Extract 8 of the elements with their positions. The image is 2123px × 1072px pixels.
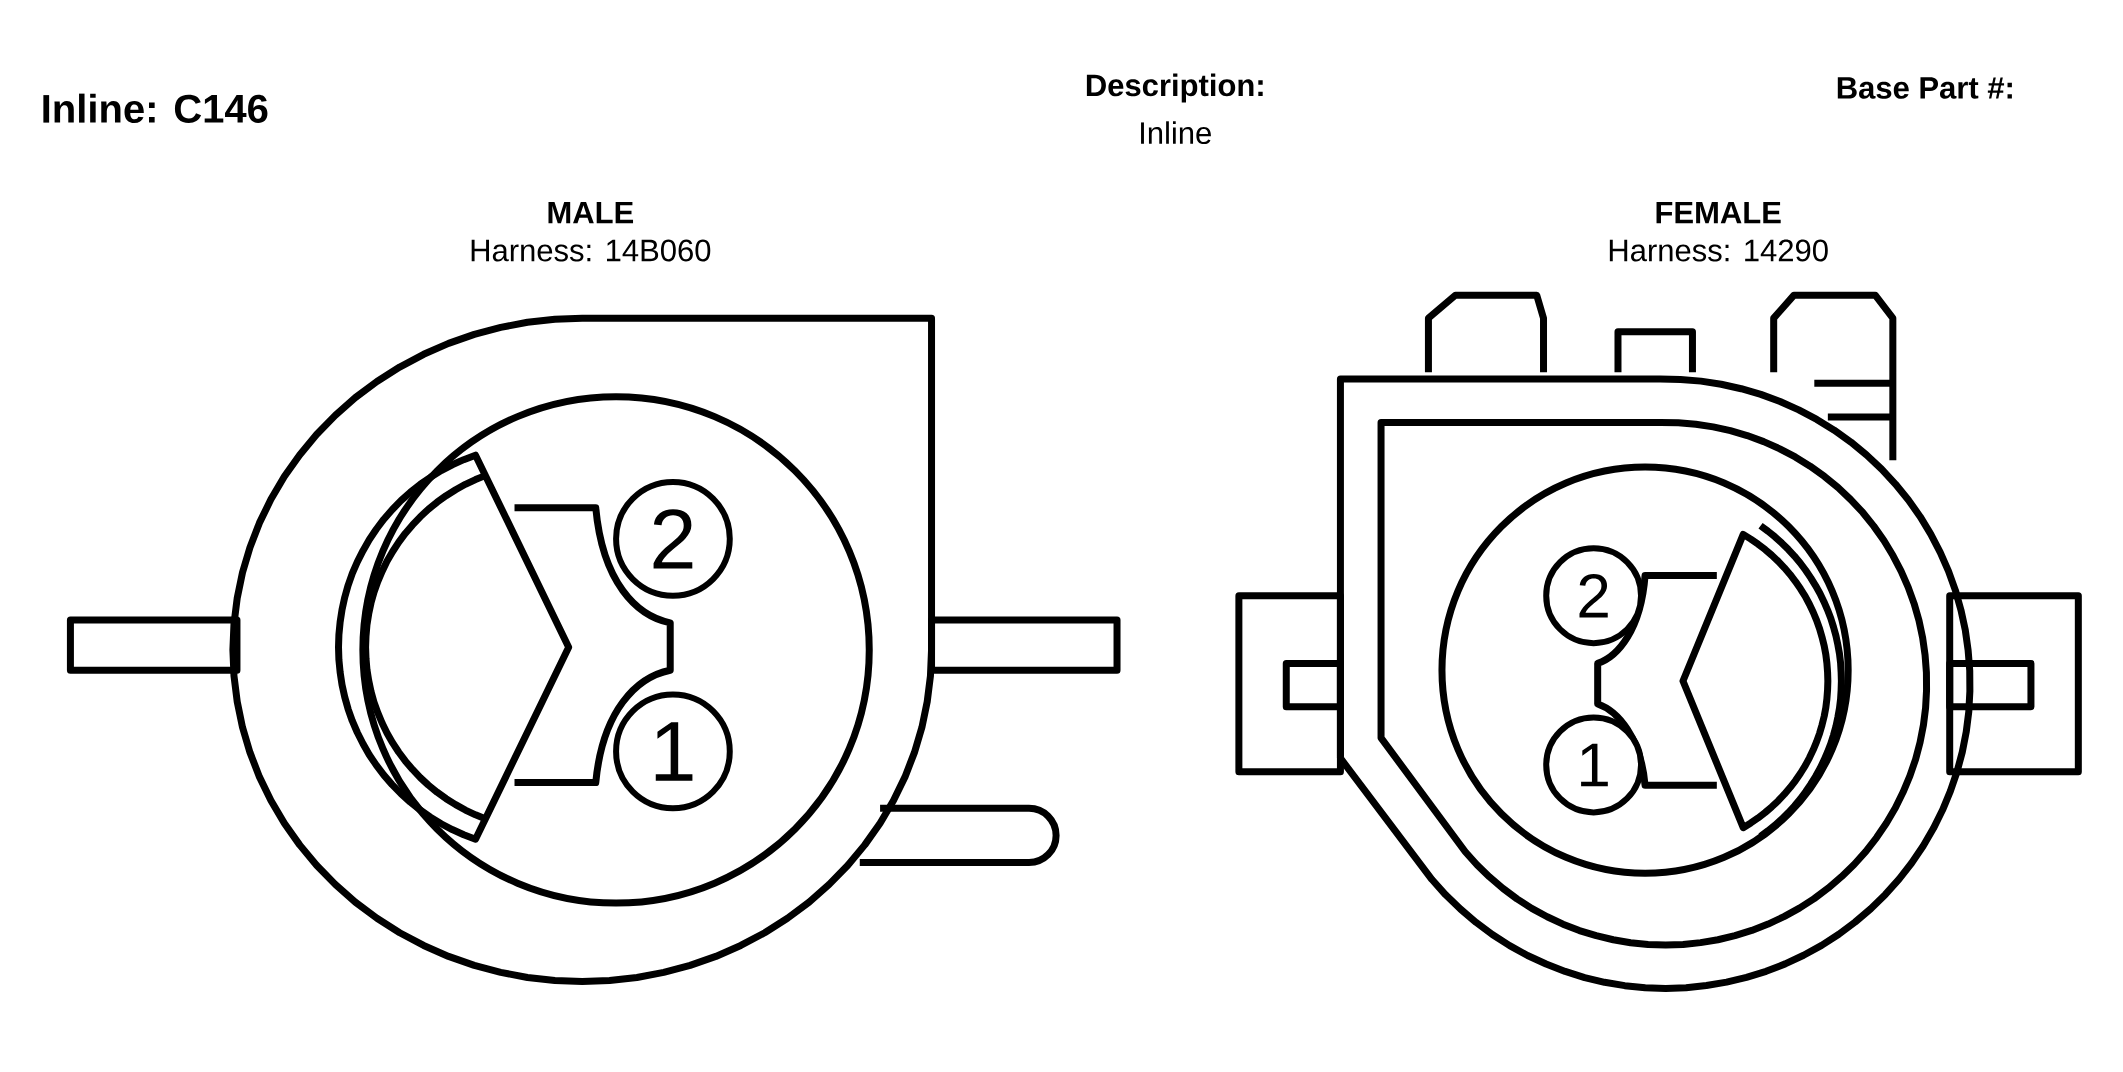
field-label: Description: [1086, 73, 1263, 103]
title: Inline: C146 [43, 93, 268, 123]
harness-label: Harness: 14290 [1609, 239, 1828, 262]
field-label: Base Part #: [1837, 77, 2012, 99]
field-value: Inline [1141, 121, 1211, 144]
connector-label: MALE [548, 201, 634, 224]
harness-label: Harness: 14B060 [471, 239, 711, 262]
connector-label: FEMALE [1656, 201, 1781, 224]
